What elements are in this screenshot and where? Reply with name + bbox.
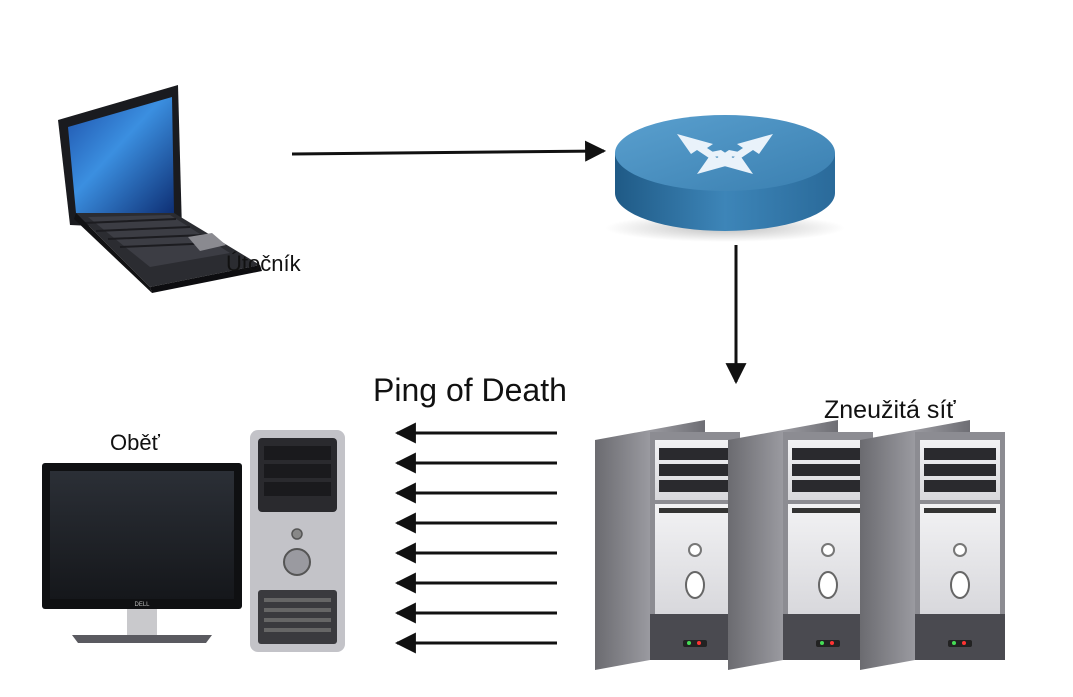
abused-network-label: Zneužitá síť xyxy=(824,396,956,424)
laptop-icon xyxy=(58,85,262,293)
arrow-laptop-to-router xyxy=(291,140,607,162)
attack-arrows xyxy=(291,140,747,654)
server-icon xyxy=(594,419,1006,671)
tower-pc-icon xyxy=(250,430,345,652)
attacker-label: Útočník xyxy=(226,251,301,276)
monitor-brand: DELL xyxy=(134,602,150,608)
victim-label: Oběť xyxy=(110,430,160,455)
monitor-icon: DELL xyxy=(42,463,242,643)
router-icon xyxy=(605,115,845,242)
attack-title: Ping of Death xyxy=(373,372,567,408)
